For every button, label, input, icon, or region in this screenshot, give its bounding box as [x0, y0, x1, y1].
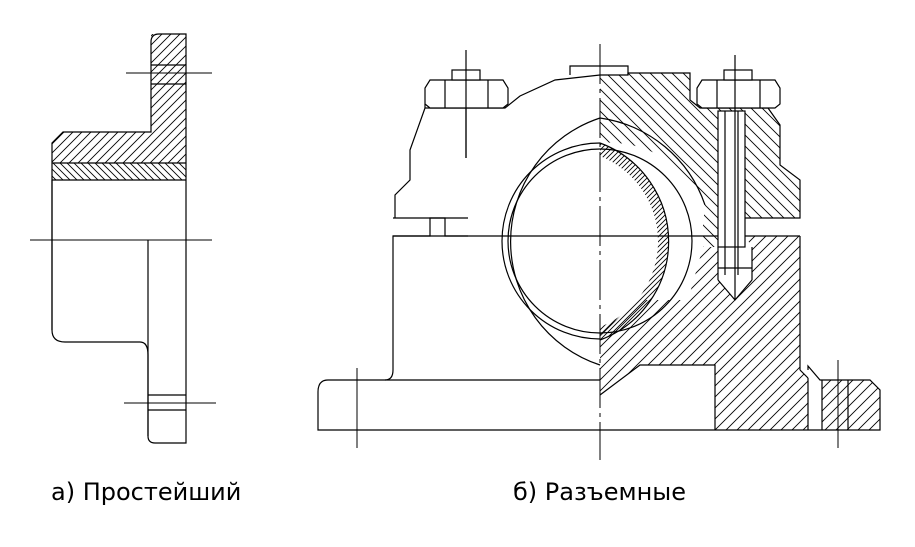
split-body-hatching [600, 236, 880, 430]
split-bearing-drawing [317, 44, 881, 460]
caption-split: б) Разъемные [513, 478, 686, 506]
simple-bearing-centerlines [30, 72, 216, 404]
bolt-right-icon [696, 55, 781, 301]
split-bearing-centerlines [356, 44, 839, 460]
liner-ring-hatching [600, 143, 669, 340]
housing-arc [510, 117, 601, 366]
simple-bearing-hatching [52, 34, 186, 163]
simple-bearing-outline [51, 33, 187, 444]
simple-bearing-liner-hatching [52, 163, 186, 180]
caption-simple: а) Простейший [51, 478, 242, 506]
body-left-outline [384, 217, 468, 381]
base-outline [317, 364, 881, 431]
